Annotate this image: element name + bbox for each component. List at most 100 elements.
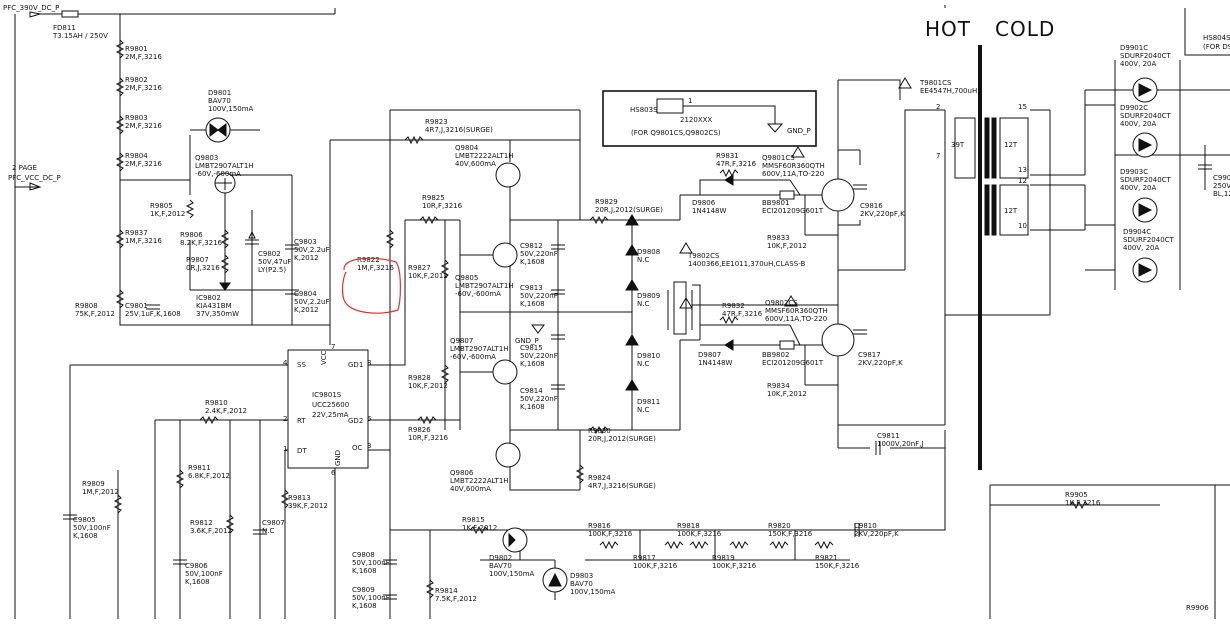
q9806-value-label: LMBT2222ALT1H	[450, 477, 509, 485]
net-pfc-390v-flag	[29, 11, 41, 18]
ic9801s-body	[287, 349, 369, 469]
r9813-ref-label: R9813	[288, 494, 311, 502]
c9802-ref-label: C9802	[258, 250, 281, 258]
d9803-ref-label: D9803	[570, 572, 593, 580]
r9809-ref-label: R9809	[82, 480, 105, 488]
c9812-ref-label: C9812	[520, 242, 543, 250]
r9820-ref-label: R9820	[768, 522, 791, 530]
r9831-ref-label: R9831	[716, 152, 739, 160]
c9808-value2-label: K,1608	[352, 567, 377, 575]
t9801-sec-a: 12T	[1004, 141, 1018, 149]
r9837-ref-label: R9837	[125, 229, 148, 237]
r9819-ref-label: R9819	[712, 554, 735, 562]
q9801-value2-label: 600V,11A,TO-220	[762, 170, 824, 178]
d9803-value-label: BAV70	[570, 580, 593, 588]
d9903-ref-label: D9903C	[1120, 168, 1148, 176]
c9805-value-label: 50V,100nF	[73, 524, 111, 532]
r9817-value-label: 100K,F,3216	[633, 562, 678, 570]
t9801-pin-15: 15	[1018, 103, 1027, 111]
q9804-value2-label: 40V,600mA	[455, 160, 496, 168]
q9807-value2-label: -60V,-600mA	[450, 353, 496, 361]
c9810-ref-label: C9810	[854, 522, 877, 530]
r9822-ref-label: R9822	[357, 256, 380, 264]
r9906-ref-label: R9906	[1186, 604, 1209, 612]
ic-pin-gd1: GD1	[348, 361, 363, 369]
q9807-ref-label: Q9807	[450, 337, 473, 345]
fd811-value-label: T3.15AH / 250V	[52, 32, 108, 40]
q9803-value-label: LMBT2907ALT1H	[195, 162, 254, 170]
r9811-value-label: 6.8K,F,2012	[188, 472, 230, 480]
q9806-value2-label: 40V,600mA	[450, 485, 491, 493]
bb9801-ref-label: BB9801	[762, 199, 789, 207]
cold-label: COLD	[995, 17, 1055, 41]
ic-pin-oc-num: 3	[367, 442, 371, 450]
c9814-ref-label: C9814	[520, 387, 543, 395]
r9821-ref-label: R9821	[815, 554, 838, 562]
c9813-ref-label: C9813	[520, 284, 543, 292]
c9812-value2-label: K,1608	[520, 258, 545, 266]
ic-pin-gnd-num: 6	[331, 469, 336, 477]
ic-pin-ss: SS	[297, 361, 306, 369]
r9809-value-label: 1M,F,2012	[82, 488, 119, 496]
d9904-ref-label: D9904C	[1123, 228, 1151, 236]
r9822-value-label: 1M,F,3216	[357, 264, 394, 272]
q9806-ref-label: Q9806	[450, 469, 474, 477]
r9828-ref-label: R9828	[408, 374, 431, 382]
r9810-value-label: 2.4K,F,2012	[205, 407, 247, 415]
ic-pin-oc: OC	[352, 444, 363, 452]
r9801-value-label: 2M,F,3216	[125, 53, 162, 61]
c9802-value2-label: LY(P2.5)	[258, 266, 286, 274]
ic-pin-gnd: GND	[334, 450, 342, 466]
ic9802-value-label: KIA431BM	[196, 302, 232, 310]
q9802-value2-label: 600V,11A,TO-220	[765, 315, 827, 323]
d9807-value-label: 1N4148W	[698, 359, 733, 367]
ic-pin-vcc: VCC	[320, 350, 328, 365]
c9806-value2-label: K,1608	[185, 578, 210, 586]
c9803-value-label: 50V,2.2uF	[294, 246, 330, 254]
t9801-primary-turns: 39T	[951, 141, 965, 149]
r9811-ref-label: R9811	[188, 464, 211, 472]
r9812-value-label: 3.6K,F,2012	[190, 527, 232, 535]
hs803s-box	[602, 90, 817, 147]
c9807-value-label: N.C	[262, 527, 274, 535]
q9803-value2-label: -60V,-600mA	[195, 170, 241, 178]
t9801-pin-12: 12	[1018, 177, 1027, 185]
ic9802-value2-label: 37V,350mW	[196, 310, 239, 318]
c9813-value2-label: K,1608	[520, 300, 545, 308]
r9828-value-label: 10K,F,2012	[408, 382, 448, 390]
d9801-value-label: BAV70	[208, 97, 231, 105]
c990x-value2-label: BL,12	[1213, 190, 1230, 198]
d9801-value2-label: 100V,150mA	[208, 105, 254, 113]
t9802-value-label: 1400366,EE1011,370uH,CLASS-B	[688, 260, 805, 268]
r9817-ref-label: R9817	[633, 554, 656, 562]
d9806-ref-label: D9806	[692, 199, 716, 207]
c9807-ref-label: C9807	[262, 519, 285, 527]
d9802-value-label: BAV70	[489, 562, 512, 570]
r9834-ref-label: R9834	[767, 382, 790, 390]
net-pfc-vcc-flag	[29, 182, 42, 191]
c9813-value-label: 50V,220nF	[520, 292, 558, 300]
r9807-ref-label: R9807	[186, 256, 209, 264]
hs804s-note: (FOR D9	[1203, 43, 1230, 51]
c9809-value-label: 50V,100nF	[352, 594, 390, 602]
q9801-ref-label: Q9801CS	[762, 154, 795, 162]
c9815-value-label: 50V,220nF	[520, 352, 558, 360]
r9819-value-label: 100K,F,3216	[712, 562, 757, 570]
r9808-ref-label: R9808	[75, 302, 98, 310]
c9817-ref-label: C9817	[858, 351, 881, 359]
r9830-ref-label: R9830	[588, 427, 611, 435]
ic-pin-dt: DT	[297, 447, 307, 455]
d9902-ref-label: D9902C	[1120, 104, 1148, 112]
r9829-value-label: 20R,J,2012(SURGE)	[595, 206, 663, 214]
ic-pin-gd1-num: 8	[367, 359, 371, 367]
t9801-pin-13: 13	[1018, 166, 1027, 174]
r9813-value-label: 39K,F,2012	[288, 502, 328, 510]
r9833-value-label: 10K,F,2012	[767, 242, 807, 250]
c9805-value2-label: K,1608	[73, 532, 98, 540]
hs803s-gnd-symbol	[766, 123, 784, 133]
c9808-ref-label: C9808	[352, 551, 375, 559]
ic-pin-vcc-num: 7	[331, 343, 335, 351]
r9824-ref-label: R9824	[588, 474, 611, 482]
ic-pin-gd2-num: 5	[367, 415, 371, 423]
